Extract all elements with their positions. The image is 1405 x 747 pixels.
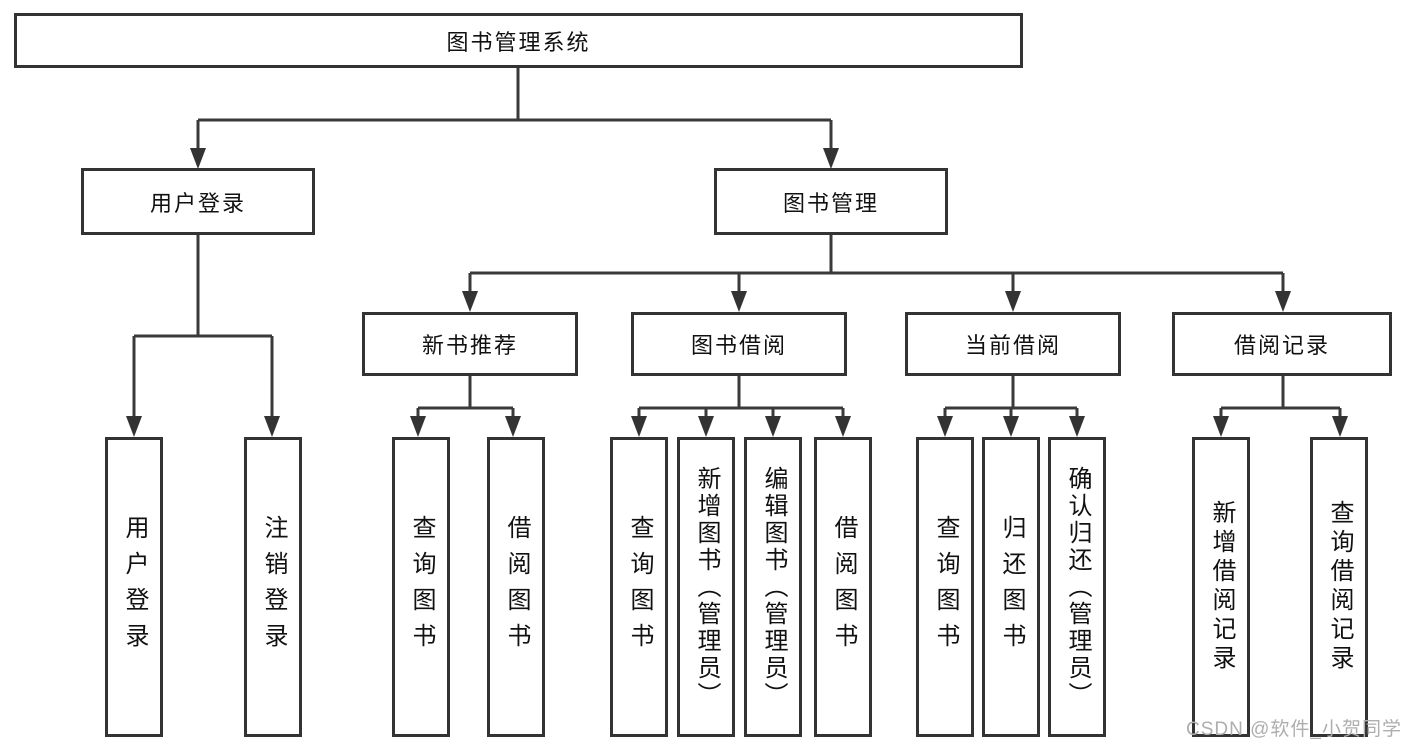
leaf-query-book-current: 查询图书 <box>916 437 974 737</box>
node-new-book-recommend: 新书推荐 <box>362 312 578 376</box>
node-library-system: 图书管理系统 <box>14 13 1023 68</box>
leaf-label: 借阅图书 <box>830 515 857 659</box>
leaf-label: 查询图书 <box>626 515 653 659</box>
connector-book-borrow <box>631 376 851 437</box>
connector-book-management <box>462 235 1291 312</box>
node-label: 图书管理系统 <box>446 29 591 55</box>
node-user-login: 用户登录 <box>81 168 315 235</box>
connector-root <box>190 68 839 169</box>
leaf-label: 新增借阅记录 <box>1208 500 1235 674</box>
leaf-add-book-admin: 新增图书（管理员） <box>677 437 735 737</box>
leaf-label: 查询图书 <box>408 515 435 659</box>
connector-current-borrow <box>937 376 1085 437</box>
node-label: 新书推荐 <box>421 333 518 358</box>
leaf-add-borrow-record: 新增借阅记录 <box>1192 437 1250 737</box>
node-current-borrow: 当前借阅 <box>905 312 1121 376</box>
leaf-label: 借阅图书 <box>503 515 530 659</box>
leaf-query-book-borrow: 查询图书 <box>610 437 668 737</box>
connector-borrow-records <box>1213 376 1348 437</box>
node-label: 当前借阅 <box>964 333 1061 358</box>
leaf-edit-book-admin: 编辑图书（管理员） <box>744 437 802 737</box>
leaf-borrow-book: 借阅图书 <box>814 437 872 737</box>
leaf-label: 归还图书 <box>998 515 1025 659</box>
leaf-logout: 注销登录 <box>244 437 302 737</box>
leaf-label: 查询借阅记录 <box>1326 500 1353 674</box>
node-label: 图书管理 <box>782 190 879 216</box>
leaf-borrow-book-recommend: 借阅图书 <box>487 437 545 737</box>
node-borrow-records: 借阅记录 <box>1172 312 1392 376</box>
leaf-confirm-return-admin: 确认归还（管理员） <box>1048 437 1106 737</box>
leaf-return-book: 归还图书 <box>982 437 1040 737</box>
node-label: 用户登录 <box>149 190 246 216</box>
connector-user-login <box>126 235 280 437</box>
node-book-borrow: 图书借阅 <box>631 312 847 376</box>
node-label: 图书借阅 <box>690 333 787 358</box>
leaf-label: 新增图书（管理员） <box>693 465 720 709</box>
leaf-label: 编辑图书（管理员） <box>760 465 787 709</box>
node-book-management: 图书管理 <box>714 168 948 235</box>
leaf-label: 查询图书 <box>932 515 959 659</box>
node-label: 借阅记录 <box>1233 333 1330 358</box>
leaf-user-login: 用户登录 <box>105 437 163 737</box>
leaf-label: 用户登录 <box>121 515 148 659</box>
leaf-query-book-recommend: 查询图书 <box>392 437 450 737</box>
leaf-query-borrow-record: 查询借阅记录 <box>1310 437 1368 737</box>
leaf-label: 确认归还（管理员） <box>1064 465 1091 709</box>
csdn-watermark: CSDN @软件_小贺同学 <box>1186 719 1402 740</box>
connector-new-book-recommend <box>410 376 521 437</box>
leaf-label: 注销登录 <box>260 515 287 659</box>
